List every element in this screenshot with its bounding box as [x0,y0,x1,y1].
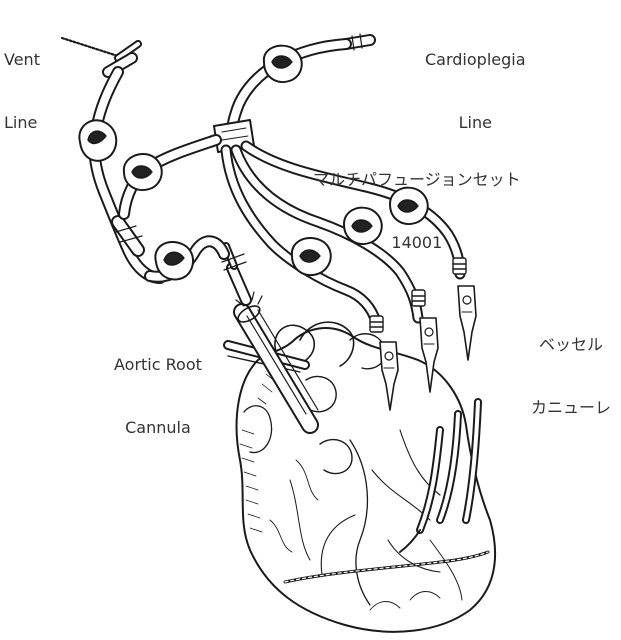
multi-perfusion-set-label: マルチパフュージョンセット 14001 [313,127,521,295]
multi-perfusion-label-line1: マルチパフュージョンセット [313,169,521,190]
vessel-cannula-label: ベッセル カニューレ [531,292,611,460]
vessel-label-line1: ベッセル [531,334,611,355]
aortic-label-line2: Cannula [114,417,202,438]
aortic-label-line1: Aortic Root [114,354,202,375]
cardioplegia-label-line1: Cardioplegia [425,49,526,70]
vent-line-label-line1: Vent [4,49,40,70]
vent-line-label-line2: Line [4,112,40,133]
multi-perfusion-label-line2: 14001 [313,232,521,253]
vent-line-label: Vent Line [4,7,40,175]
vessel-label-line2: カニューレ [531,397,611,418]
aortic-root-cannula-label: Aortic Root Cannula [114,312,202,480]
vessel-cannulae [380,286,478,552]
